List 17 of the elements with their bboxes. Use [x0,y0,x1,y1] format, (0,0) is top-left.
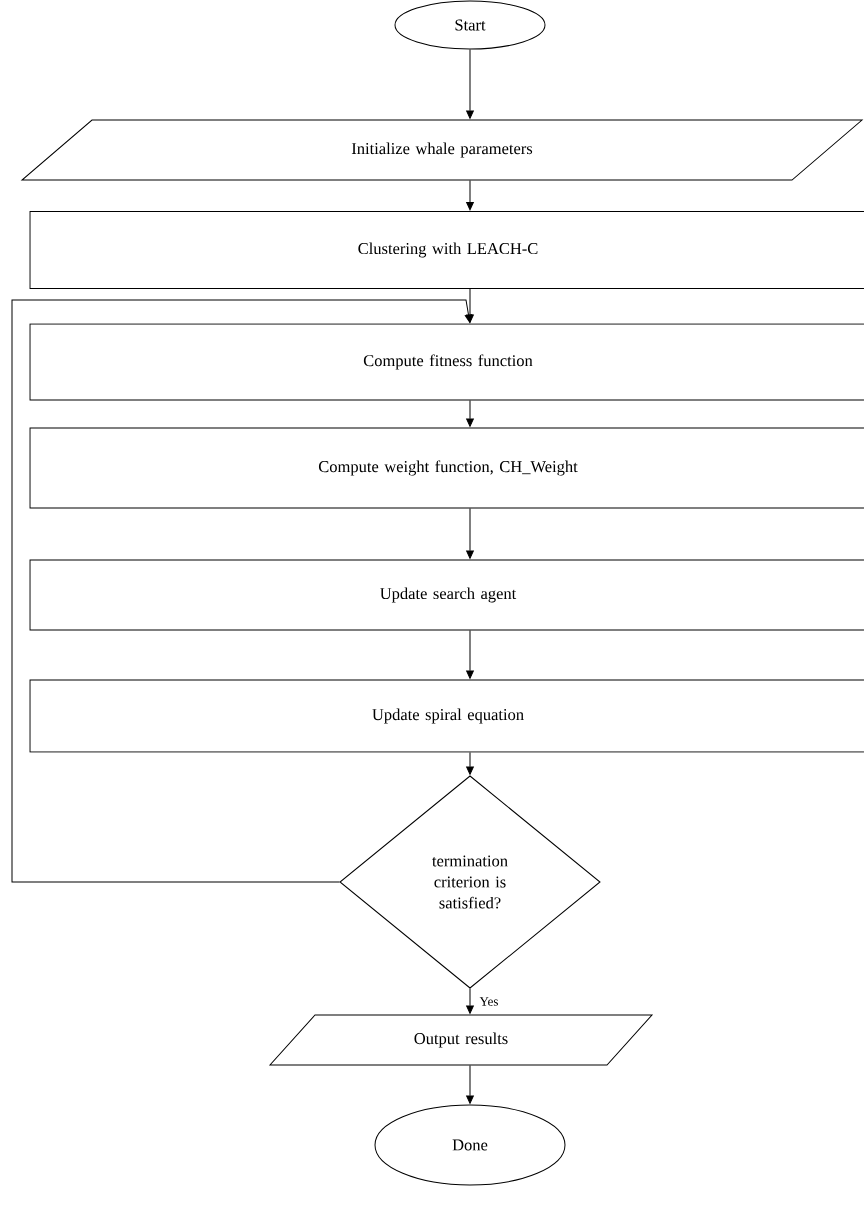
arrow [466,180,474,211]
arrow [466,988,474,1014]
process-box: Update spiral equation [29,679,864,753]
arrow [466,400,474,427]
arrow [466,1065,474,1104]
arrow [11,299,473,883]
process-box: Clustering with LEACH-C [29,211,864,289]
process-box: Compute fitness function [29,323,864,401]
arrow [466,752,474,775]
arrow [466,630,474,679]
output-parallelogram: Output results [269,1014,653,1066]
arrow [466,508,474,559]
input-parallelogram: Initialize whale parameters [21,119,863,181]
process-box: Compute weight function, CH_Weight [29,427,864,509]
edge-label: Yes [478,996,500,1007]
process-box: Update search agent [29,559,864,631]
arrow [466,49,474,119]
